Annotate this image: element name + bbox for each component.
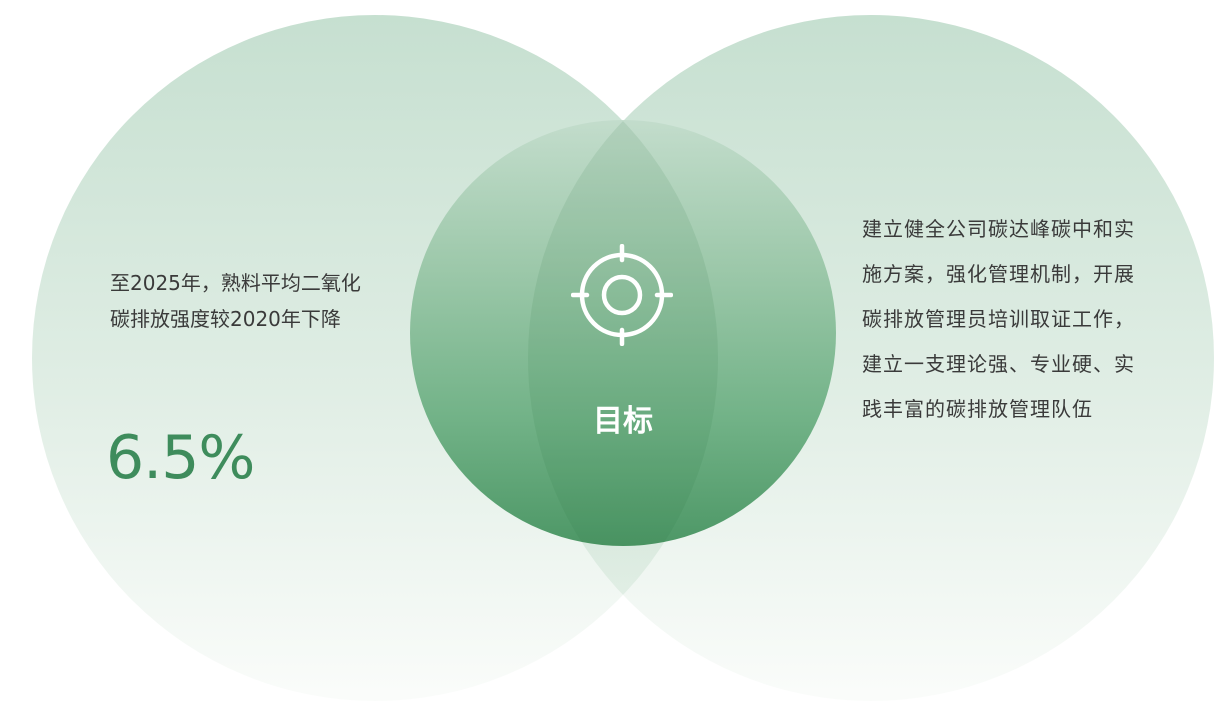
target-icon [571,244,673,346]
left-value: 6.5% [106,423,255,493]
center-label: 目标 [593,404,653,439]
right-description: 建立健全公司碳达峰碳中和实施方案，强化管理机制，开展碳排放管理员培训取证工作，建… [862,217,1135,421]
left-description: 至2025年，熟料平均二氧化碳排放强度较2020年下降 [110,271,361,331]
